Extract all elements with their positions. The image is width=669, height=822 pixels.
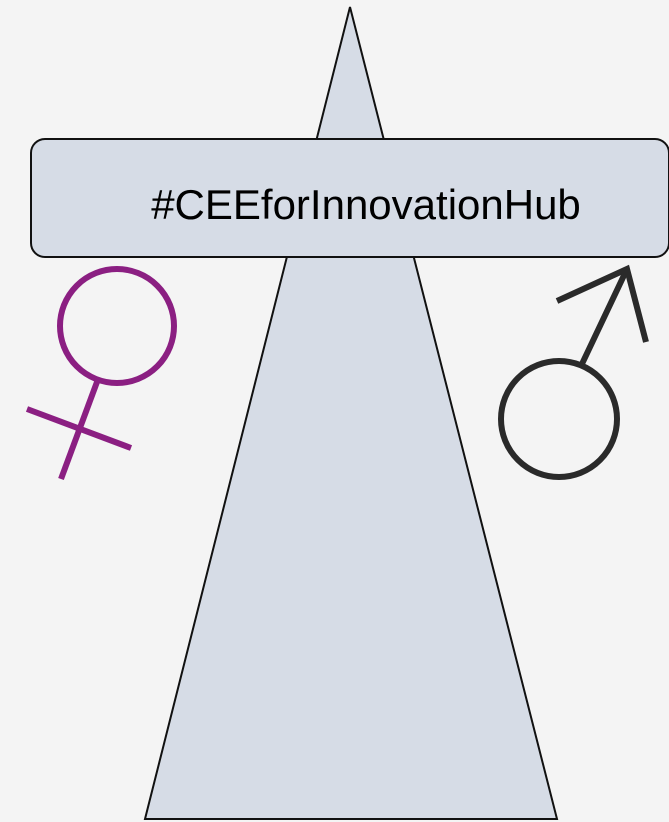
female-symbol-icon xyxy=(25,266,177,481)
tower-triangle xyxy=(143,6,559,820)
hashtag-banner: #CEEforInnovationHub xyxy=(30,138,669,258)
male-symbol-icon xyxy=(498,264,649,480)
banner-box xyxy=(30,138,669,258)
banner-text: #CEEforInnovationHub xyxy=(151,181,581,228)
